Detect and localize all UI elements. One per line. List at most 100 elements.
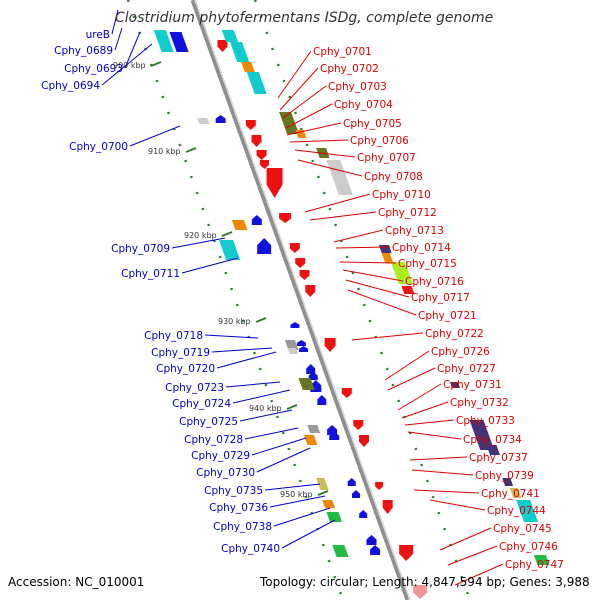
gene-block-reverse: [153, 30, 174, 52]
label-connector-right: [304, 193, 371, 213]
gene-label-forward: Cphy_0703: [328, 81, 387, 93]
label-connector-right: [411, 469, 474, 476]
label-connector-right: [294, 149, 356, 158]
label-connector-left: [216, 351, 277, 369]
gene-label-forward: Cphy_0714: [392, 242, 451, 254]
gene-block-reverse: [322, 500, 336, 508]
gene-block-forward: [401, 286, 415, 294]
gene-block-forward: [230, 42, 250, 62]
gene-block-forward: [326, 160, 353, 195]
kbp-tick-mark: [286, 404, 298, 410]
gene-arrow-forward: [341, 388, 352, 398]
gene-arrow-forward: [217, 40, 228, 52]
gene-block-reverse: [307, 425, 321, 433]
kbp-tick-label: 920 kbp: [184, 231, 217, 240]
gene-arrow-reverse: [359, 510, 368, 518]
gene-label-forward: Cphy_0727: [437, 363, 496, 375]
gene-arrow-reverse: [308, 372, 318, 380]
gene-block-forward: [381, 253, 394, 263]
gene-label-forward: Cphy_0707: [357, 152, 416, 164]
gene-label-reverse: Cphy_0719: [151, 347, 210, 359]
kbp-tick-label: 950 kbp: [280, 490, 313, 499]
label-connector-right: [397, 383, 442, 411]
label-connector-right: [429, 499, 486, 511]
label-connector-right: [351, 332, 424, 341]
label-connector-right: [277, 50, 312, 99]
gene-arrow-reverse: [352, 490, 361, 498]
gene-block-reverse: [231, 220, 248, 230]
gene-arrow-reverse: [329, 432, 340, 440]
gene-label-reverse: Cphy_0736: [209, 502, 268, 514]
gene-arrow-reverse: [370, 545, 381, 555]
gene-arrow-reverse: [306, 364, 316, 374]
label-connector-right: [454, 563, 504, 586]
gene-label-forward: Cphy_0712: [378, 207, 437, 219]
label-connector-left: [273, 507, 331, 527]
gene-label-forward: Cphy_0721: [418, 310, 477, 322]
gene-block-reverse: [284, 340, 299, 350]
label-connector-right: [335, 246, 391, 249]
gene-block-forward: [221, 30, 239, 42]
genome-backbone-highlight: [194, 0, 411, 600]
gene-label-reverse: Cphy_0709: [111, 243, 170, 255]
label-connector-left: [269, 495, 326, 508]
gene-block-forward: [502, 478, 514, 486]
gene-label-forward: Cphy_0739: [475, 470, 534, 482]
gene-label-reverse: Cphy_0711: [121, 268, 180, 280]
gene-label-reverse: Cphy_0740: [221, 543, 280, 555]
genome-backbone: [190, 0, 411, 600]
label-connectors: [101, 9, 504, 586]
gene-arrow-forward: [305, 285, 316, 297]
gene-label-reverse: ureB: [86, 29, 110, 41]
label-connector-right: [286, 122, 342, 136]
genome-title: Clostridium phytofermentans ISDg, comple…: [115, 10, 493, 26]
gene-label-forward: Cphy_0715: [398, 258, 457, 270]
gene-block-reverse: [326, 512, 343, 522]
gene-block-forward: [246, 72, 267, 94]
label-connector-left: [264, 483, 321, 491]
gene-labels: ureBCphy_0689Cphy_0693Cphy_0694Cphy_0700…: [41, 29, 564, 571]
gene-label-forward: Cphy_0746: [499, 541, 558, 553]
gene-arrow-reverse: [257, 238, 272, 254]
gene-arrow-reverse: [317, 395, 327, 405]
gene-label-forward: Cphy_0708: [364, 171, 423, 183]
gene-label-forward: Cphy_0734: [463, 434, 522, 446]
label-connector-left: [211, 347, 273, 353]
gene-label-reverse: Cphy_0730: [196, 467, 255, 479]
label-connector-right: [279, 67, 319, 111]
label-connector-right: [347, 289, 417, 316]
label-connector-left: [281, 519, 336, 549]
gene-arrow-reverse: [296, 340, 306, 346]
gene-label-forward: Cphy_0706: [350, 135, 409, 147]
kbp-tick-mark: [221, 231, 233, 237]
label-connector-right: [384, 350, 430, 381]
gene-arrow-forward: [251, 135, 262, 147]
gene-label-forward: Cphy_0726: [431, 346, 490, 358]
gene-block-reverse: [197, 118, 210, 124]
label-connector-right: [345, 279, 410, 298]
label-connector-right: [342, 269, 404, 282]
gene-block-forward: [241, 62, 255, 72]
gene-label-reverse: Cphy_0738: [213, 521, 272, 533]
gene-arrow-forward: [382, 500, 393, 514]
gene-label-reverse: Cphy_0724: [172, 398, 231, 410]
gene-block-forward: [533, 555, 550, 565]
label-connector-right: [401, 401, 449, 419]
label-connector-left: [181, 257, 239, 274]
gene-block-reverse: [219, 240, 241, 260]
label-connector-right: [297, 159, 363, 177]
gene-label-forward: Cphy_0717: [411, 292, 470, 304]
gene-label-reverse: Cphy_0689: [54, 45, 113, 57]
gene-block-reverse: [287, 348, 298, 354]
label-connector-left: [251, 437, 307, 456]
gene-block-forward: [469, 420, 495, 450]
gene-block-forward: [486, 445, 501, 455]
kbp-tick-mark: [150, 61, 162, 67]
kbp-tick-label: 910 kbp: [148, 147, 181, 156]
gene-label-forward: Cphy_0722: [425, 328, 484, 340]
gene-label-forward: Cphy_0747: [505, 559, 564, 571]
gene-label-forward: Cphy_0701: [313, 46, 372, 58]
label-connector-right: [289, 139, 349, 143]
gene-arrow-forward: [324, 338, 336, 352]
